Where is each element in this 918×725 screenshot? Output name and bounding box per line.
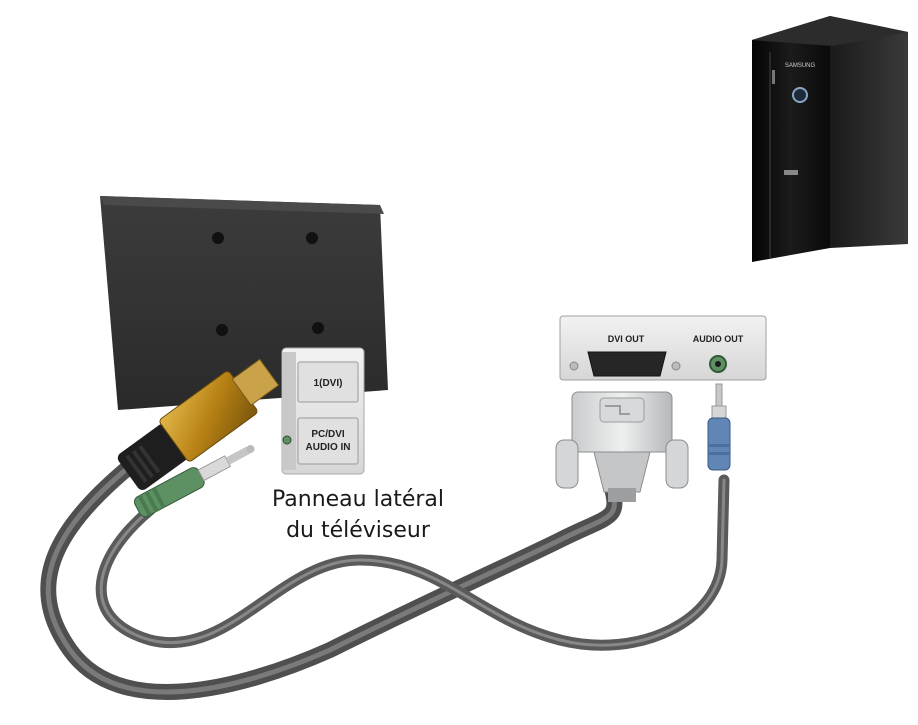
dvi-out-port[interactable]	[587, 351, 667, 377]
hdmi-plug	[117, 358, 280, 490]
dvi-out-label: DVI OUT	[608, 334, 645, 344]
power-button-icon[interactable]	[792, 87, 808, 103]
caption-line-1: Panneau latéral	[272, 487, 444, 512]
caption-line-2: du téléviseur	[286, 518, 430, 543]
pc-rear-panel: DVI OUT AUDIO OUT	[559, 315, 767, 381]
green-audio-plug	[133, 444, 255, 518]
dvi-port[interactable]	[297, 361, 359, 403]
cable-dvi	[40, 442, 623, 700]
audio-out-label: AUDIO OUT	[693, 334, 744, 344]
dvi-plug	[555, 391, 689, 502]
tv-port-audio-label-1: PC/DVI	[311, 429, 345, 440]
blue-audio-plug	[707, 383, 731, 471]
tv-side-panel: 1(DVI) PC/DVI AUDIO IN	[281, 347, 365, 475]
tv-port-audio-label-2: AUDIO IN	[306, 442, 351, 453]
tv-side-panel-caption: Panneau latéral du téléviseur	[248, 484, 468, 546]
tv-audio-in-jack[interactable]	[282, 435, 292, 445]
pc-tower: SAMSUNG	[752, 16, 908, 262]
pc-brand-label: SAMSUNG	[785, 63, 816, 69]
cable-audio	[95, 474, 730, 651]
tv-port-dvi-label: 1(DVI)	[314, 378, 343, 389]
